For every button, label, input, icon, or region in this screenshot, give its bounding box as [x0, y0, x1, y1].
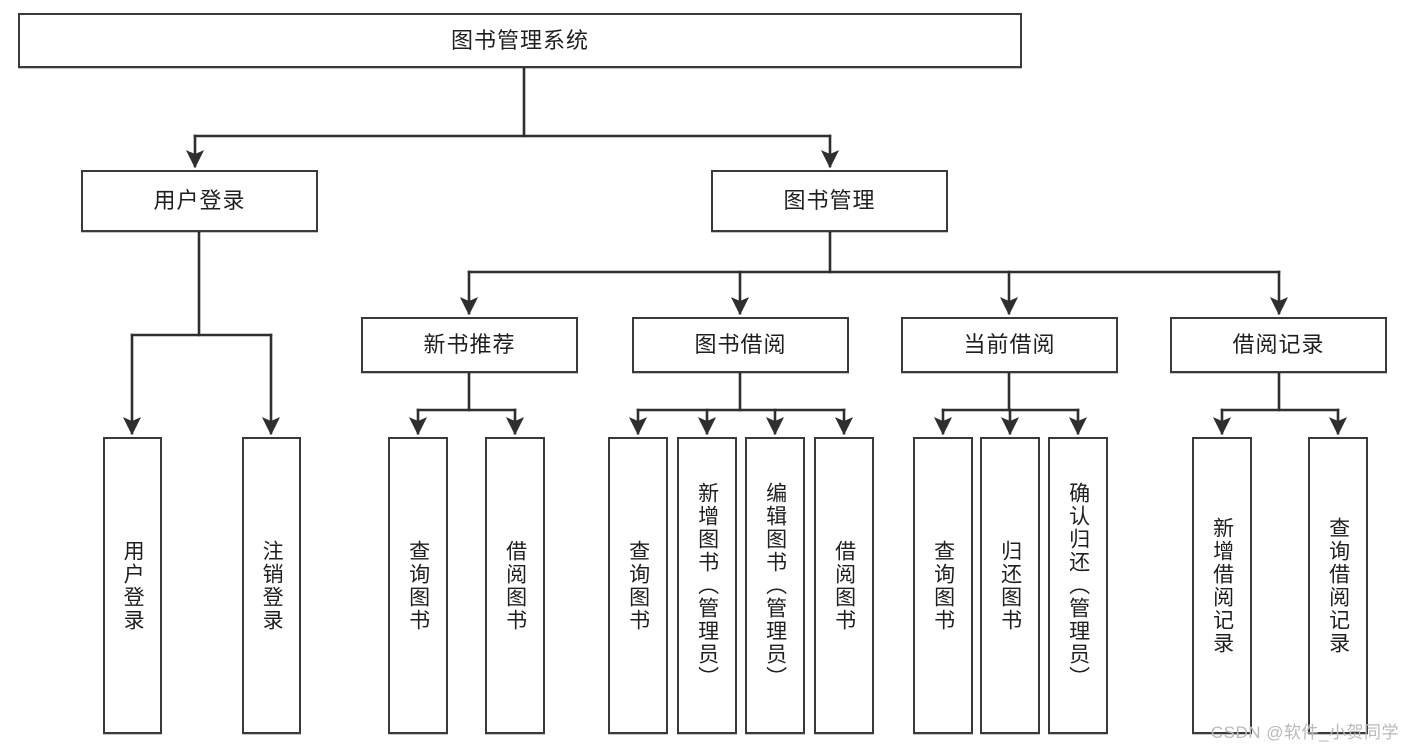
- leaf-book-borrow-2[interactable]: 新增图书（管理员）: [677, 437, 737, 734]
- leaf-user-login-1[interactable]: 用户登录: [103, 437, 162, 734]
- leaf-label: 新增图书（管理员）: [695, 482, 719, 689]
- leaf-current-borrow-1[interactable]: 查询图书: [913, 437, 973, 734]
- leaf-borrow-record-2[interactable]: 查询借阅记录: [1308, 437, 1368, 734]
- leaf-borrow-record-1[interactable]: 新增借阅记录: [1192, 437, 1252, 734]
- leaf-label: 归还图书: [998, 539, 1022, 632]
- leaf-label: 注销登录: [260, 539, 284, 632]
- leaf-book-borrow-1[interactable]: 查询图书: [608, 437, 668, 734]
- node-root[interactable]: 图书管理系统: [18, 13, 1022, 68]
- leaf-user-login-2[interactable]: 注销登录: [242, 437, 301, 734]
- node-book-borrow[interactable]: 图书借阅: [632, 317, 849, 373]
- leaf-new-book-1[interactable]: 查询图书: [388, 437, 448, 734]
- node-new-book-recommend-label: 新书推荐: [423, 332, 516, 358]
- leaf-label: 编辑图书（管理员）: [763, 482, 787, 689]
- leaf-label: 新增借阅记录: [1210, 516, 1234, 655]
- node-new-book-recommend[interactable]: 新书推荐: [361, 317, 578, 373]
- leaf-book-borrow-3[interactable]: 编辑图书（管理员）: [745, 437, 805, 734]
- node-current-borrow[interactable]: 当前借阅: [901, 317, 1118, 373]
- node-book-manage-label: 图书管理: [783, 188, 876, 214]
- leaf-label: 查询图书: [626, 539, 650, 632]
- node-book-borrow-label: 图书借阅: [694, 332, 787, 358]
- node-book-manage[interactable]: 图书管理: [711, 170, 948, 232]
- node-root-label: 图书管理系统: [450, 27, 589, 53]
- leaf-label: 用户登录: [121, 539, 145, 632]
- node-user-login-label: 用户登录: [153, 188, 246, 214]
- node-borrow-record-label: 借阅记录: [1232, 332, 1325, 358]
- leaf-label: 查询图书: [406, 539, 430, 632]
- leaf-label: 确认归还（管理员）: [1066, 482, 1090, 689]
- leaf-label: 借阅图书: [832, 539, 856, 632]
- leaf-label: 查询图书: [931, 539, 955, 632]
- leaf-label: 借阅图书: [503, 539, 527, 632]
- leaf-book-borrow-4[interactable]: 借阅图书: [814, 437, 874, 734]
- leaf-current-borrow-3[interactable]: 确认归还（管理员）: [1048, 437, 1108, 734]
- leaf-new-book-2[interactable]: 借阅图书: [485, 437, 545, 734]
- node-borrow-record[interactable]: 借阅记录: [1170, 317, 1387, 373]
- leaf-current-borrow-2[interactable]: 归还图书: [980, 437, 1040, 734]
- node-current-borrow-label: 当前借阅: [963, 332, 1056, 358]
- node-user-login[interactable]: 用户登录: [81, 170, 318, 232]
- leaf-label: 查询借阅记录: [1326, 516, 1350, 655]
